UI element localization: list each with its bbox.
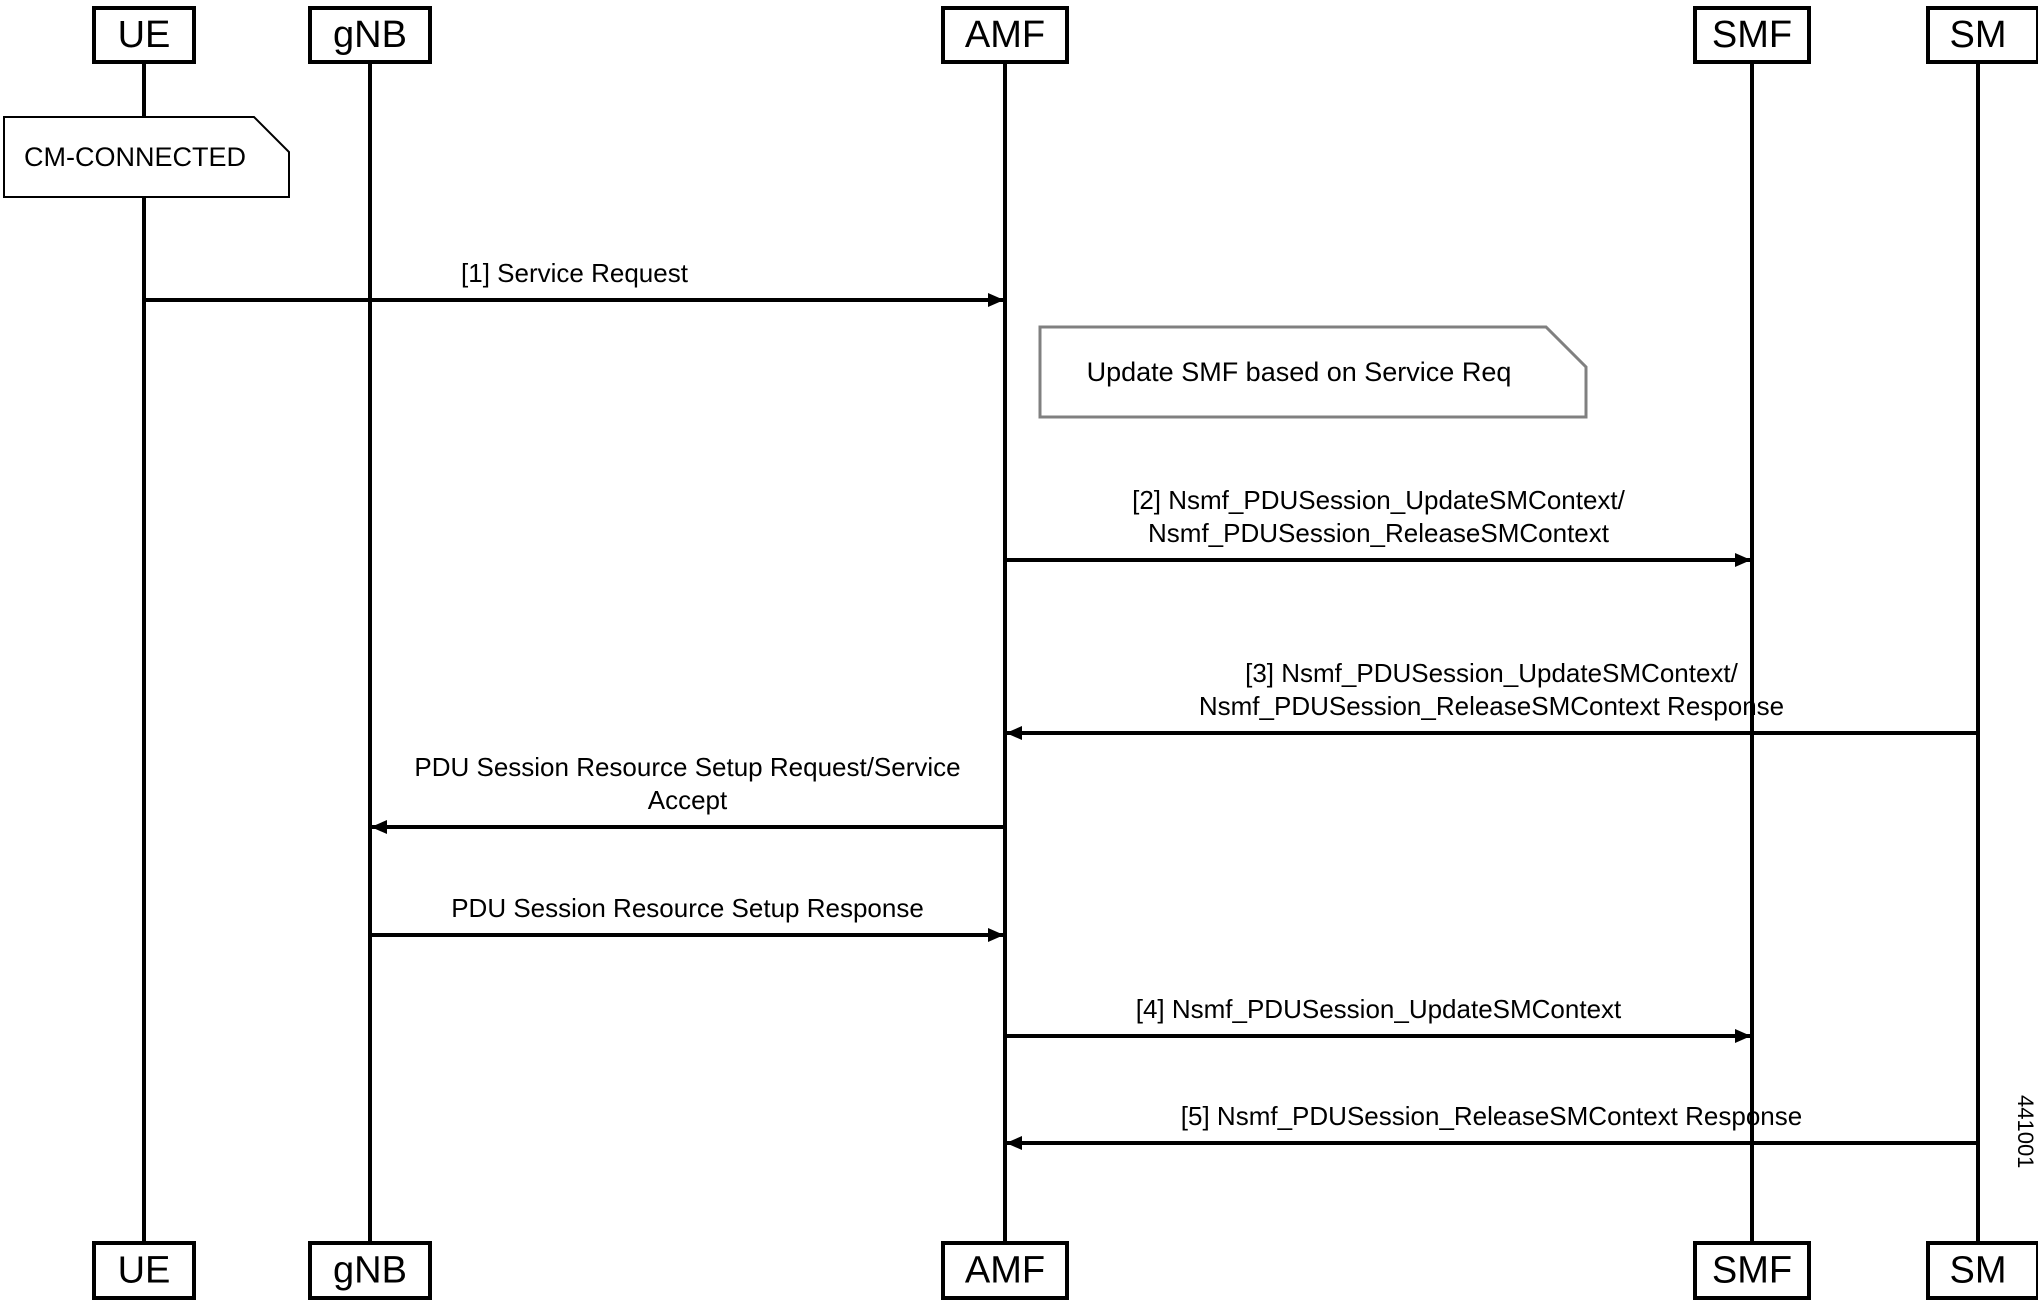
lifeline-label-bottom-ue: UE <box>118 1250 171 1292</box>
note-shape-update-smf-note <box>1038 325 1588 419</box>
lifeline-amf: AMF AMF <box>941 6 1069 1300</box>
note-label-cm-connected-note: CM-CONNECTED <box>24 142 246 172</box>
messages-layer: [1] Service Request [2] Nsmf_PDUSession_U… <box>144 258 1978 1150</box>
lifeline-sm: SM SM <box>1926 6 2038 1300</box>
lifeline-label-top-ue: UE <box>118 14 171 56</box>
message-msg-3[interactable]: [3] Nsmf_PDUSession_UpdateSMContext/Nsmf… <box>1006 658 1978 740</box>
message-msg-5[interactable]: PDU Session Resource Setup Response <box>370 893 1004 942</box>
message-label-msg-1-line1: [1] Service Request <box>461 258 689 288</box>
message-msg-7[interactable]: [5] Nsmf_PDUSession_ReleaseSMContext Res… <box>1006 1101 1978 1150</box>
lifeline-box-top-smf[interactable] <box>1693 6 1811 64</box>
lifeline-box-top-sm[interactable] <box>1926 6 2038 64</box>
lifeline-label-top-smf: SMF <box>1712 14 1792 56</box>
figure-number-layer: 441001 <box>2013 1095 2038 1168</box>
lifeline-box-bottom-sm[interactable] <box>1926 1241 2038 1300</box>
lifeline-box-top-amf[interactable] <box>941 6 1069 64</box>
lifeline-label-top-sm: SM <box>1950 14 2007 56</box>
lifeline-box-bottom-smf[interactable] <box>1693 1241 1811 1300</box>
lifeline-box-bottom-amf[interactable] <box>941 1241 1069 1300</box>
message-label-msg-4-line2: Accept <box>648 785 728 815</box>
note-update-smf-note: Update SMF based on Service Req <box>1038 325 1588 419</box>
lifeline-box-top-ue[interactable] <box>92 6 196 64</box>
message-msg-1[interactable]: [1] Service Request <box>144 258 1004 307</box>
message-msg-2[interactable]: [2] Nsmf_PDUSession_UpdateSMContext/Nsmf… <box>1005 485 1751 567</box>
message-label-msg-2-line2: Nsmf_PDUSession_ReleaseSMContext <box>1148 518 1610 548</box>
lifeline-ue: UE UE <box>92 6 196 1300</box>
message-label-msg-6-line1: [4] Nsmf_PDUSession_UpdateSMContext <box>1136 994 1622 1024</box>
lifeline-box-bottom-ue[interactable] <box>92 1241 196 1300</box>
lifeline-gnb: gNB gNB <box>308 6 432 1300</box>
lifeline-label-bottom-smf: SMF <box>1712 1250 1792 1292</box>
lifeline-label-bottom-gnb: gNB <box>333 1250 407 1292</box>
notes-layer: CM-CONNECTED Update SMF based on Service … <box>3 116 1588 419</box>
message-label-msg-7-line1: [5] Nsmf_PDUSession_ReleaseSMContext Res… <box>1181 1101 1802 1131</box>
message-msg-6[interactable]: [4] Nsmf_PDUSession_UpdateSMContext <box>1005 994 1751 1043</box>
note-shape-cm-connected-note <box>3 116 290 198</box>
lifelines-layer: UE UE gNB gNB AMF AMF SMF SMF SM SM <box>92 6 2038 1300</box>
lifeline-label-bottom-amf: AMF <box>965 1250 1045 1292</box>
lifeline-label-bottom-sm: SM <box>1950 1250 2007 1292</box>
note-cm-connected-note: CM-CONNECTED <box>3 116 290 198</box>
message-label-msg-3-line2: Nsmf_PDUSession_ReleaseSMContext Respons… <box>1199 691 1784 721</box>
lifeline-label-top-gnb: gNB <box>333 14 407 56</box>
lifeline-label-top-amf: AMF <box>965 14 1045 56</box>
lifeline-smf: SMF SMF <box>1693 6 1811 1300</box>
figure-number: 441001 <box>2013 1095 2038 1168</box>
note-label-update-smf-note: Update SMF based on Service Req <box>1087 357 1512 387</box>
lifeline-box-bottom-gnb[interactable] <box>308 1241 432 1300</box>
message-label-msg-5-line1: PDU Session Resource Setup Response <box>451 893 924 923</box>
message-label-msg-2-line1: [2] Nsmf_PDUSession_UpdateSMContext/ <box>1132 485 1626 515</box>
lifeline-box-top-gnb[interactable] <box>308 6 432 64</box>
message-msg-4[interactable]: PDU Session Resource Setup Request/Servi… <box>371 752 1005 834</box>
message-label-msg-3-line1: [3] Nsmf_PDUSession_UpdateSMContext/ <box>1245 658 1739 688</box>
message-label-msg-4-line1: PDU Session Resource Setup Request/Servi… <box>414 752 960 782</box>
